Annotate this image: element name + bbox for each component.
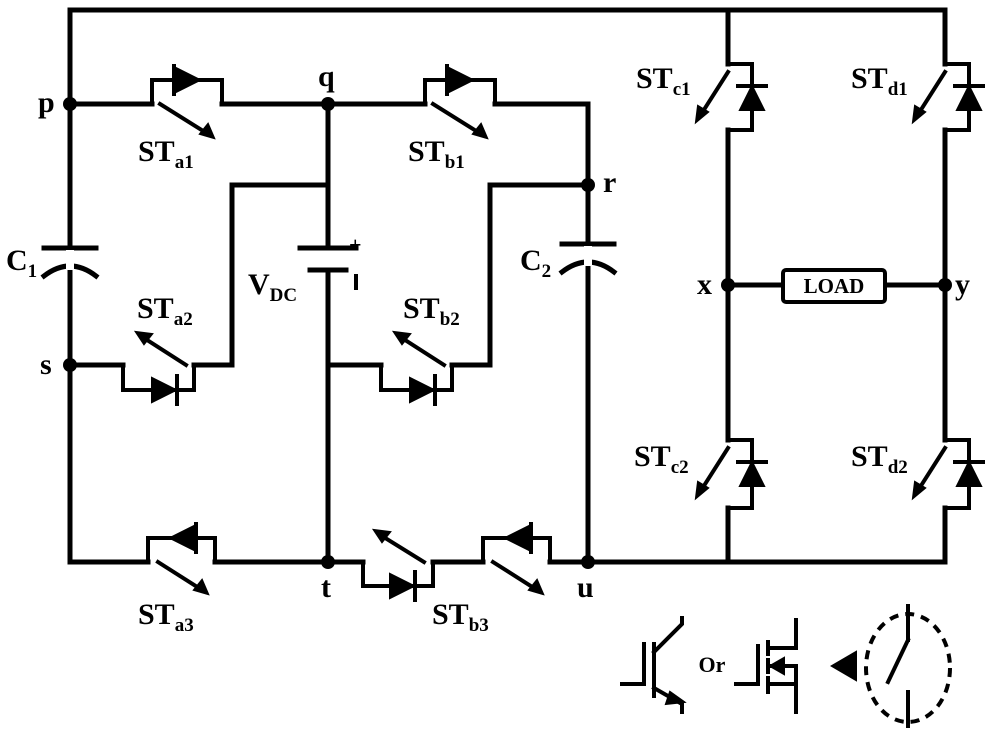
switch-stc1 — [694, 62, 768, 132]
capacitor-c2 — [558, 241, 618, 276]
switch-stb2 — [379, 330, 454, 406]
dc-plus-sign: + — [349, 232, 362, 257]
node-dot-q — [321, 97, 335, 111]
legend-igbt-icon — [620, 616, 687, 714]
switch-stb1 — [423, 64, 497, 140]
legend-arrow-icon — [830, 650, 857, 682]
label-stc2: STc2 — [634, 440, 689, 478]
label-c1: C1 — [6, 244, 37, 282]
legend-or-label: Or — [699, 652, 726, 677]
label-vdc: VDC — [248, 268, 297, 306]
node-dot-p — [63, 97, 77, 111]
node-label-y: y — [955, 268, 970, 301]
label-stb2: STb2 — [403, 292, 460, 330]
node-label-q: q — [318, 60, 335, 93]
load-box: LOAD — [781, 268, 887, 304]
switch-std2 — [911, 438, 985, 510]
dc-source: + — [297, 232, 362, 290]
switch-sta2 — [121, 330, 196, 406]
switch-stb3-right — [481, 522, 552, 596]
node-label-s: s — [40, 348, 52, 381]
label-stb3: STb3 — [432, 598, 489, 636]
switch-sta3 — [146, 522, 217, 596]
node-dot-t — [321, 555, 335, 569]
legend-switch-icon — [864, 604, 952, 728]
node-dot-u — [581, 555, 595, 569]
switch-std1 — [911, 62, 985, 132]
node-label-r: r — [603, 166, 616, 199]
label-c2: C2 — [520, 244, 551, 282]
legend-mosfet-icon — [734, 618, 798, 714]
junction-dots — [63, 97, 952, 569]
switch-stc2 — [694, 438, 768, 510]
node-label-u: u — [577, 571, 594, 604]
label-stc1: STc1 — [636, 62, 691, 100]
label-std2: STd2 — [851, 440, 908, 478]
switch-stb3-left — [361, 528, 435, 602]
label-std1: STd1 — [851, 62, 908, 100]
capacitor-c1 — [40, 245, 100, 280]
node-dot-y — [938, 278, 952, 292]
label-stb1: STb1 — [408, 135, 465, 173]
label-sta2: STa2 — [137, 292, 193, 330]
node-label-p: p — [38, 86, 55, 119]
node-dot-x — [721, 278, 735, 292]
node-label-x: x — [697, 268, 712, 301]
label-sta3: STa3 — [138, 598, 194, 636]
label-sta1: STa1 — [138, 135, 194, 173]
node-dot-s — [63, 358, 77, 372]
switch-sta1 — [150, 64, 224, 140]
load-label: LOAD — [804, 274, 865, 298]
node-label-t: t — [321, 571, 331, 604]
node-dot-r — [581, 178, 595, 192]
